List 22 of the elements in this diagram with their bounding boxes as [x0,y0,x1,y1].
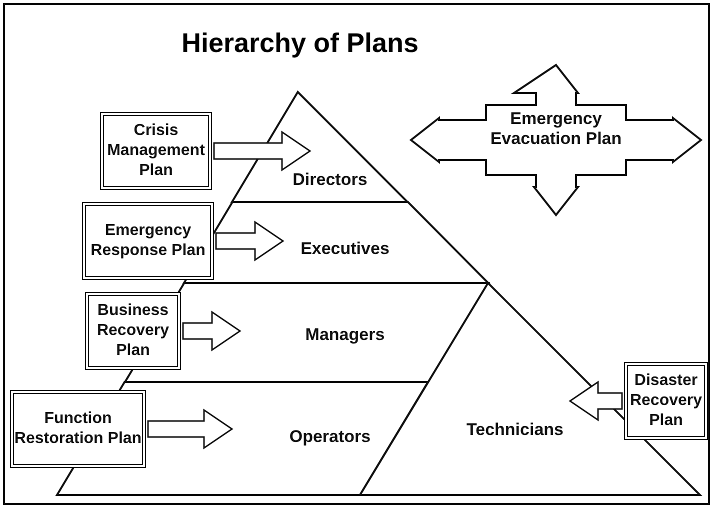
block-arrow [147,408,234,450]
plan-box [624,362,708,440]
plan-label: Disaster Recovery Plan [628,371,704,431]
plan-label: Emergency Evacuation Plan [489,109,623,149]
plan-label: Business Recovery Plan [96,301,170,361]
title: Hierarchy of Plans [180,28,420,59]
section-label: Directors [292,170,368,190]
plan-label: Emergency Response Plan [90,221,206,261]
section-label: Managers [304,325,386,345]
block-arrow [213,130,312,172]
section-label: Executives [300,239,390,259]
plan-box [82,202,214,280]
plan-box [85,292,181,370]
block-arrow [215,220,284,262]
plan-label: Function Restoration Plan [14,409,142,449]
plan-box [100,112,212,190]
block-arrow [568,380,623,422]
section-label: Technicians [466,420,564,440]
section-label: Operators [288,427,372,447]
plan-label: Crisis Management Plan [106,121,206,181]
plan-box [10,390,146,468]
block-arrow [182,310,242,352]
